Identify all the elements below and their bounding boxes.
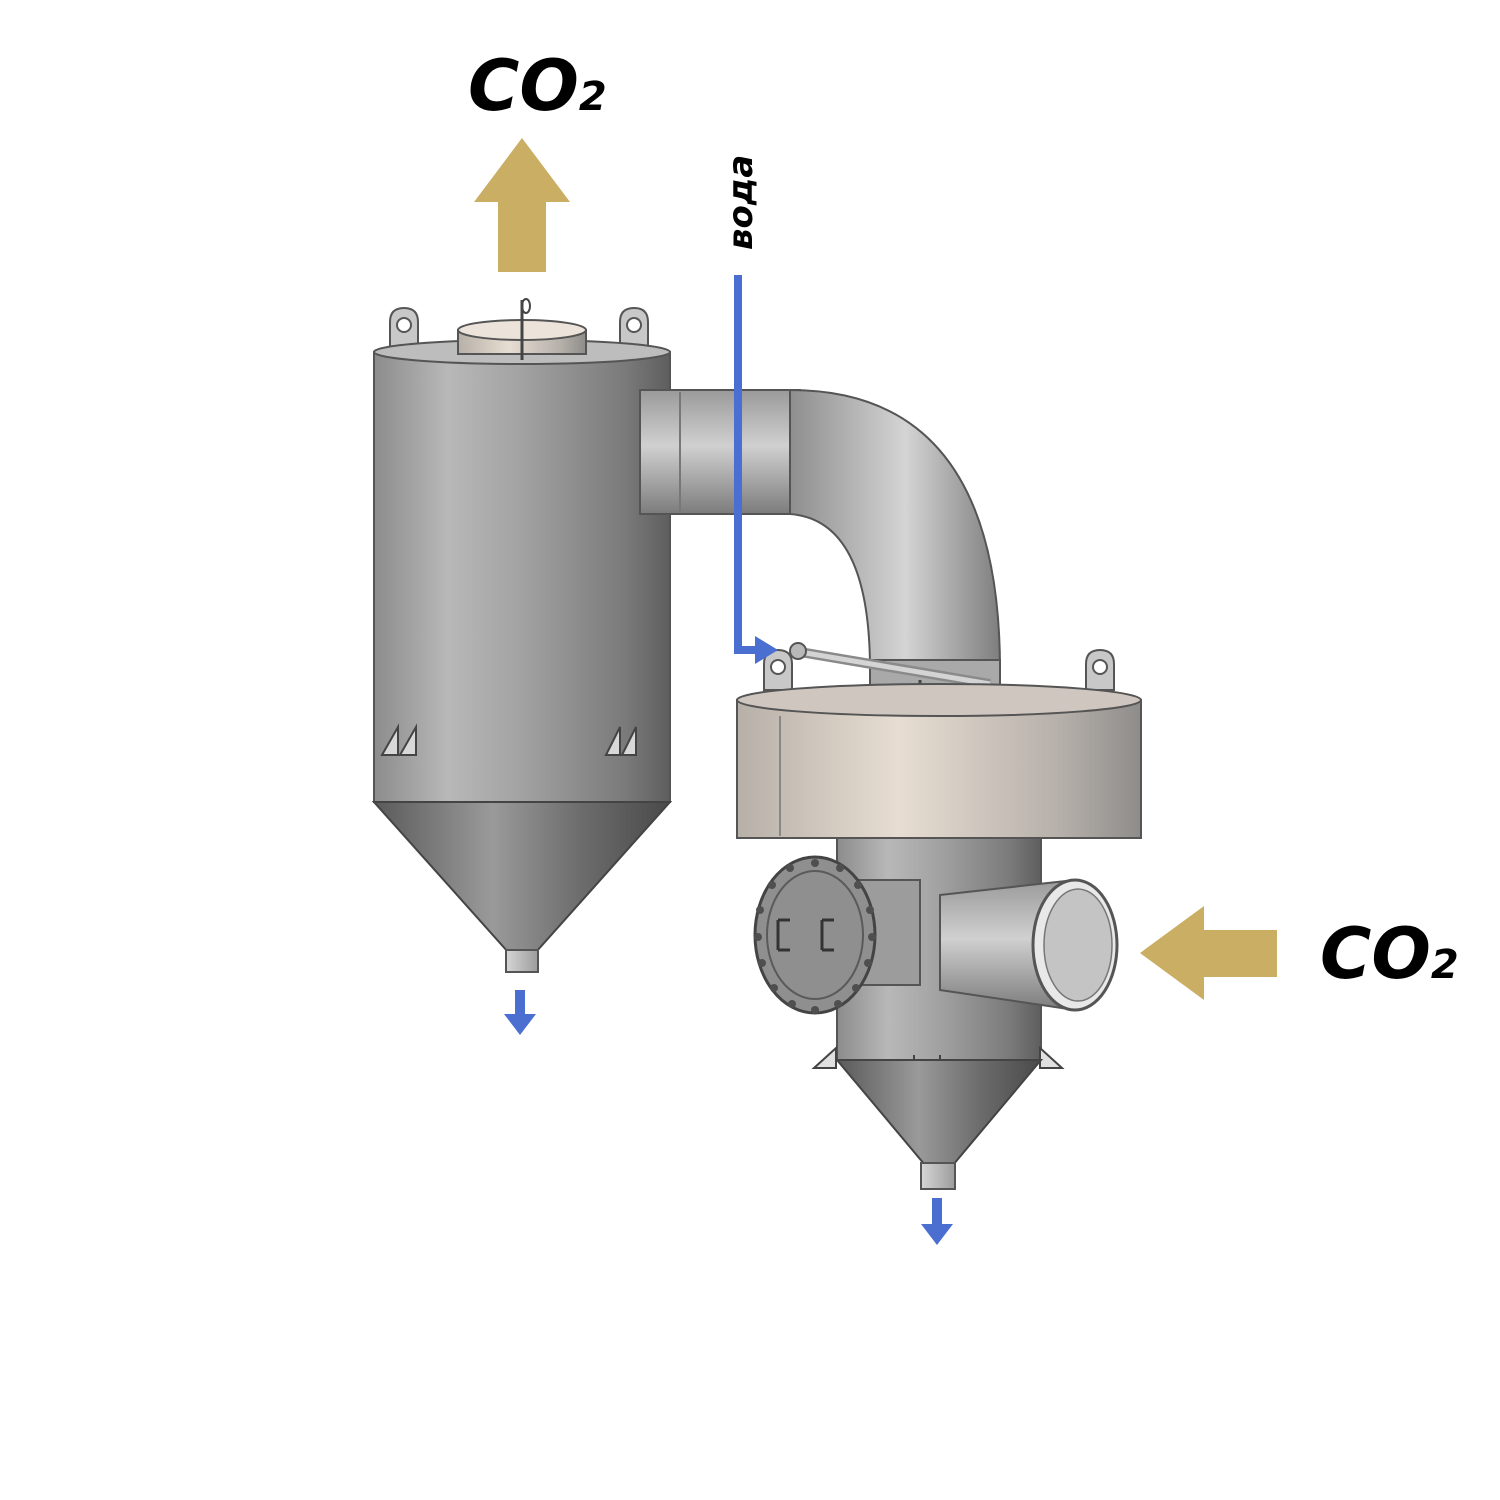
co2-outlet-label-main: CO	[468, 45, 579, 127]
lifting-lug	[1085, 648, 1115, 691]
left-vessel	[371, 298, 673, 973]
up-arrow-icon	[474, 138, 570, 272]
manhole-flange	[753, 855, 921, 1015]
lifting-lug	[619, 306, 649, 351]
lifting-lug	[763, 648, 793, 691]
co2-outlet-label-sub: 2	[579, 74, 607, 120]
water-label: вода	[721, 155, 761, 250]
top-outlet-collar	[457, 298, 587, 360]
co2-inlet-label: CO2	[1320, 913, 1459, 995]
lifting-lug	[389, 306, 419, 351]
down-right-pipe-arrow-icon	[734, 275, 778, 664]
right-vessel-collar	[736, 699, 1142, 839]
down-arrow-icon	[921, 1198, 953, 1245]
down-arrow-icon	[504, 990, 536, 1035]
right-vessel	[736, 642, 1142, 1190]
left-vessel-shell	[373, 351, 671, 803]
pipe-elbow	[789, 388, 1002, 671]
right-drain-nozzle	[920, 1162, 956, 1190]
right-vessel-cone	[834, 1059, 1044, 1166]
connecting-pipe	[639, 388, 1002, 693]
left-drain-nozzle	[505, 949, 539, 973]
co2-inlet-label-sub: 2	[1431, 942, 1459, 988]
support-bracket	[380, 723, 417, 756]
left-vessel-cone	[371, 801, 673, 953]
co2-inlet-nozzle	[939, 878, 1119, 1012]
left-arrow-icon	[1140, 906, 1277, 1000]
co2-inlet-label-main: CO	[1320, 913, 1431, 995]
co2-outlet-label: CO2	[468, 45, 607, 127]
support-bracket	[604, 726, 637, 756]
flange-bolts	[754, 859, 876, 1014]
